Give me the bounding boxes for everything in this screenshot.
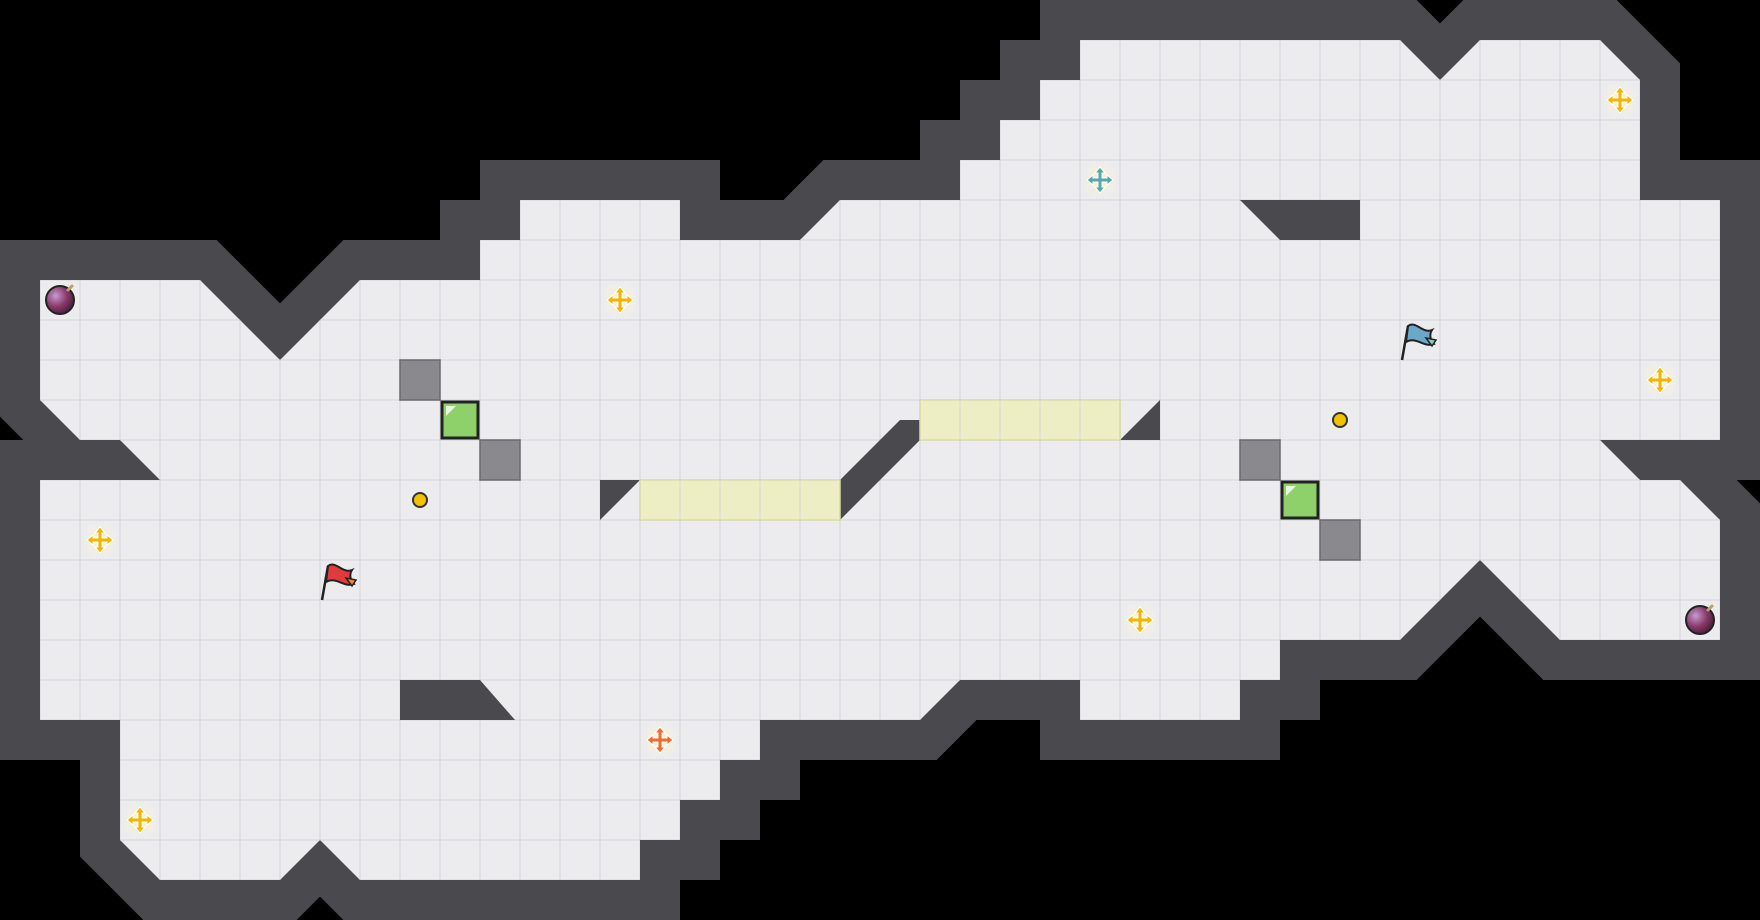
interior-walls [400,200,1360,720]
diagonal-wall-center [840,420,920,520]
cross-arrow-powerup-icon[interactable] [82,522,118,558]
ramp-wall-left [400,680,515,720]
small-ramp-left [600,480,640,520]
powerups [82,82,1678,838]
grate-tile [1239,439,1281,481]
bridge-left [639,479,841,521]
bomb-icon[interactable] [45,284,75,315]
small-ramp-right [1120,400,1160,440]
cross-arrow-powerup-icon[interactable] [1082,162,1118,198]
yellow-bridges [639,399,1121,521]
tokens [412,412,1348,508]
spike-grates [399,359,1361,561]
cross-arrow-powerup-icon[interactable] [1122,602,1158,638]
speed-boosters [440,400,1320,520]
grate-tile [1319,519,1361,561]
coin-token-icon[interactable] [1332,412,1348,428]
cross-arrow-powerup-icon[interactable] [642,722,678,758]
grate-tile [399,359,441,401]
red-flag-icon[interactable] [320,563,358,601]
booster-tile-right[interactable] [1280,480,1320,520]
cross-arrow-powerup-icon[interactable] [1602,82,1638,118]
bombs [45,284,1715,635]
bridge-right [919,399,1121,441]
ramp-wall-top-right [1240,200,1360,240]
cross-arrow-powerup-icon[interactable] [602,282,638,318]
bridge-divisions [679,400,1081,520]
coin-token-icon[interactable] [412,492,428,508]
booster-tile-left[interactable] [440,400,480,440]
blue-flag-icon[interactable] [1400,323,1438,361]
cross-arrow-powerup-icon[interactable] [122,802,158,838]
bomb-icon[interactable] [1685,604,1715,635]
grate-tile [479,439,521,481]
cross-arrow-powerup-icon[interactable] [1642,362,1678,398]
